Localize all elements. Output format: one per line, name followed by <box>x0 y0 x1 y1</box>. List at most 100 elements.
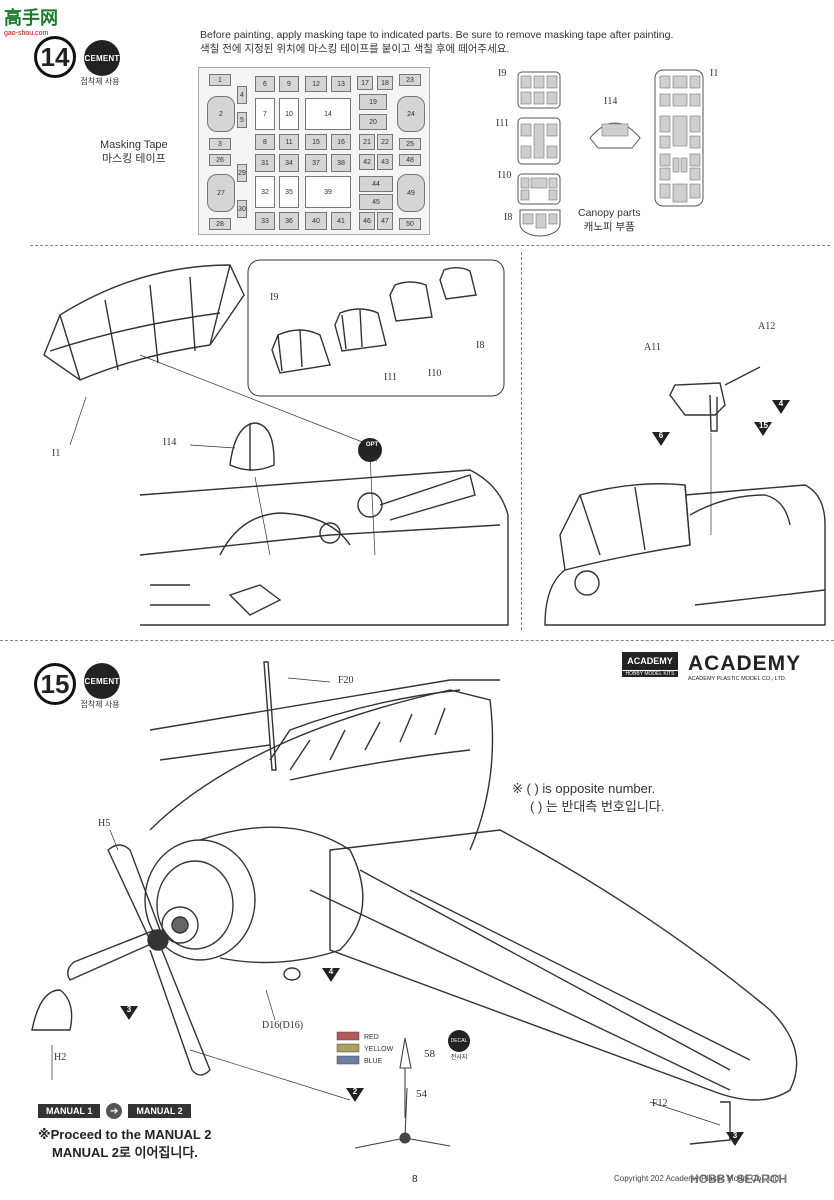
tape-cell: 14 <box>305 98 351 130</box>
triangle-marker: 4 <box>322 967 340 982</box>
tape-cell: 47 <box>377 212 393 230</box>
tape-cell: 49 <box>397 174 425 212</box>
step-14-assembly-left <box>43 259 509 626</box>
tape-cell: 29 <box>237 164 247 182</box>
page-number: 8 <box>412 1174 418 1185</box>
label-I8-top: I8 <box>504 212 513 223</box>
tape-cell: 15 <box>305 134 327 150</box>
tape-cell: 2 <box>207 96 235 132</box>
canopy-parts-label: Canopy parts 캐노피 부품 <box>578 207 641 233</box>
decal-label: 전사지 <box>450 1055 468 1061</box>
step-14-cement: CEMENT 접착제 사용 <box>80 40 120 87</box>
color-red-label: RED <box>364 1034 379 1041</box>
opposite-number-note: ※ ( ) is opposite number. ( ) 는 반대측 번호입니… <box>512 781 665 814</box>
opt-badge: OPT 선택 <box>360 442 384 463</box>
step-15-cement: CEMENT 접착제 사용 <box>80 663 120 710</box>
tape-cell: 33 <box>255 212 275 230</box>
tape-cell: 11 <box>279 134 299 150</box>
label-I14: I14 <box>163 437 177 448</box>
box-logo-sub: HOBBY MODEL KITS <box>622 671 678 677</box>
step-14-assembly-right <box>544 366 826 626</box>
academy-box-logo: ACADEMY HOBBY MODEL KITS <box>622 652 678 677</box>
tape-cell: 45 <box>359 194 393 210</box>
manual-link-bar: MANUAL 1 ➔ MANUAL 2 <box>38 1103 191 1119</box>
tape-cell: 48 <box>399 154 421 166</box>
arrow-right-icon: ➔ <box>106 1103 123 1119</box>
tape-cell: 27 <box>207 174 235 212</box>
tape-cell: 41 <box>331 212 351 230</box>
tape-cell: 50 <box>399 218 421 230</box>
tape-cell: 37 <box>305 154 327 172</box>
opt-label: OPT <box>365 442 379 448</box>
opt-sub-label: 선택 <box>366 457 378 463</box>
label-F20: F20 <box>338 675 354 686</box>
tape-cell: 7 <box>255 98 275 130</box>
tape-cell: 18 <box>377 76 393 90</box>
manual-2-badge: MANUAL 2 <box>128 1104 191 1118</box>
tape-cell: 5 <box>237 112 247 128</box>
tape-cell: 16 <box>331 134 351 150</box>
tape-cell: 1 <box>209 74 231 86</box>
tape-cell: 22 <box>377 134 393 150</box>
proceed-en: ※Proceed to the MANUAL 2 <box>38 1127 212 1142</box>
tape-cell: 20 <box>359 114 387 130</box>
label-I11-top: I11 <box>496 118 509 129</box>
divider <box>521 252 522 630</box>
site-logo-url: gao-shou.com <box>4 30 49 37</box>
hobby-search-watermark: HOBBY SEARCH <box>690 1172 788 1186</box>
masking-tape-label: Masking Tape 마스킹 테이프 <box>100 139 168 165</box>
proceed-note: ※Proceed to the MANUAL 2 MANUAL 2로 이어집니다… <box>38 1126 211 1162</box>
tape-cell: 19 <box>359 94 387 110</box>
label-H5: H5 <box>98 818 111 829</box>
tape-cell: 26 <box>209 154 231 166</box>
label-I8: I8 <box>476 340 485 351</box>
label-I1-top: I1 <box>710 68 719 79</box>
step-15-number: 15 <box>34 663 76 705</box>
divider <box>0 640 834 641</box>
cement-icon: CEMENT <box>84 663 120 699</box>
tape-cell: 4 <box>237 86 247 104</box>
label-I9: I9 <box>270 292 279 303</box>
label-I14-top: I14 <box>604 96 618 107</box>
tape-cell: 34 <box>279 154 299 172</box>
decal-badge: DECAL 전사지 <box>448 1030 470 1061</box>
academy-word-logo: ACADEMY ACADEMY PLASTIC MODEL CO., LTD. <box>688 652 801 682</box>
step-14-note: Before painting, apply masking tape to i… <box>200 28 720 56</box>
proceed-kr: MANUAL 2로 이어집니다. <box>52 1145 198 1160</box>
tape-cell: 35 <box>279 176 299 208</box>
copyright: Copyright 202 Academy Plastic Model Co.,… <box>614 1174 782 1183</box>
triangle-marker: 2 <box>346 1087 364 1102</box>
tape-cell: 9 <box>279 76 299 92</box>
tape-cell: 46 <box>359 212 375 230</box>
cement-label: 접착제 사용 <box>80 77 120 86</box>
site-logo-chars: 高手网 <box>4 8 58 29</box>
triangle-marker: 4 <box>772 399 790 414</box>
tape-cell: 24 <box>397 96 425 132</box>
box-logo-text: ACADEMY <box>622 652 678 670</box>
tape-cell: 12 <box>305 76 327 92</box>
label-decal-54: 54 <box>416 1088 427 1100</box>
label-D16: D16(D16) <box>262 1020 304 1031</box>
tape-cell: 6 <box>255 76 275 92</box>
label-F12: F12 <box>652 1098 668 1109</box>
tape-cell: 13 <box>331 76 351 92</box>
note-kr: 색칠 전에 지정된 위치에 마스킹 테이프를 붙이고 색칠 후에 떼어주세요. <box>200 43 510 55</box>
tape-cell: 30 <box>237 200 247 218</box>
label-I10-top: I10 <box>498 170 512 181</box>
label-A12: A12 <box>758 321 776 332</box>
triangle-marker: 15 <box>754 421 772 436</box>
step-15-aircraft-drawing <box>31 661 798 1145</box>
tape-cell: 10 <box>279 98 299 130</box>
tape-cell: 38 <box>331 154 351 172</box>
label-I1: I1 <box>52 448 61 459</box>
tape-cell: 8 <box>255 134 275 150</box>
label-H2: H2 <box>54 1052 67 1063</box>
tape-cell: 23 <box>399 74 421 86</box>
decal-icon: DECAL <box>448 1030 470 1052</box>
divider <box>30 245 830 246</box>
tape-cell: 17 <box>357 76 373 90</box>
label-I11: I11 <box>384 372 397 383</box>
color-yellow-label: YELLOW <box>364 1046 394 1053</box>
tape-cell: 21 <box>359 134 375 150</box>
color-blue-label: BLUE <box>364 1058 383 1065</box>
